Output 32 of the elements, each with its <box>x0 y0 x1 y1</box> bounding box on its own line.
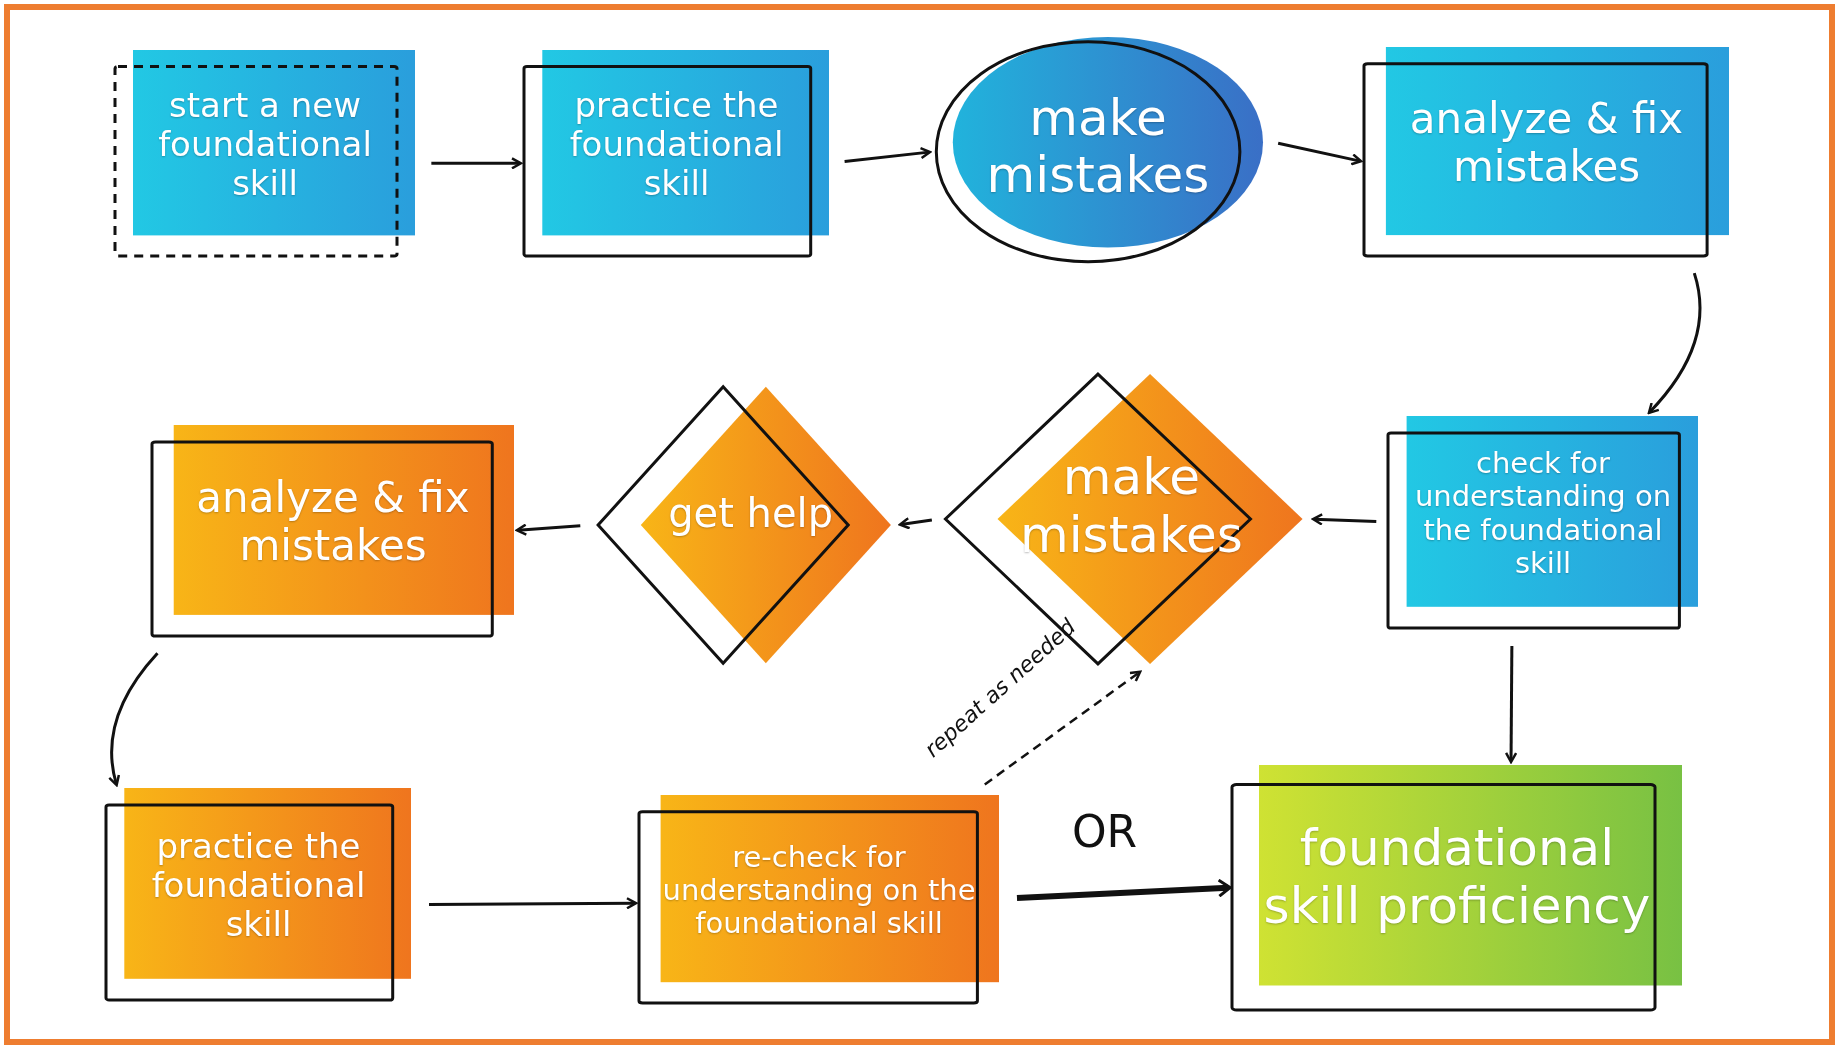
process-box <box>1364 47 1729 256</box>
arrow <box>515 523 581 536</box>
arrow <box>1504 646 1518 764</box>
process-box <box>1388 416 1698 628</box>
node-text: re-check for understanding on the foundational skill <box>661 838 977 943</box>
node-text: foundational skill proficiency <box>1262 818 1652 937</box>
arrow <box>844 146 932 164</box>
arrow <box>984 670 1142 786</box>
node-text: practice the foundational skill <box>150 824 367 947</box>
process-box <box>106 788 411 1000</box>
arrow <box>1311 513 1377 526</box>
node-text: make mistakes <box>1019 447 1244 566</box>
process-box <box>152 425 514 636</box>
result-box <box>1232 765 1682 1010</box>
arrow <box>108 652 159 787</box>
node-text: get help <box>667 489 835 539</box>
node-text: make mistakes <box>985 87 1211 206</box>
arrow <box>1016 878 1232 902</box>
node-text: start a new foundational skill <box>157 84 373 206</box>
process-box <box>115 50 415 256</box>
node-text: analyze & fix mistakes <box>1408 92 1685 194</box>
edge-label: OR <box>1071 805 1138 857</box>
arrow <box>431 157 523 170</box>
arrow <box>1277 141 1363 166</box>
process-box <box>524 50 829 256</box>
node-text: check for understanding on the foundational skill <box>1413 444 1673 582</box>
arrow <box>898 517 933 530</box>
arrow <box>1647 272 1702 415</box>
arrow <box>429 897 638 910</box>
process-box <box>639 795 999 1003</box>
node-text: practice the foundational skill <box>568 84 785 206</box>
node-text: analyze & fix mistakes <box>195 471 471 573</box>
